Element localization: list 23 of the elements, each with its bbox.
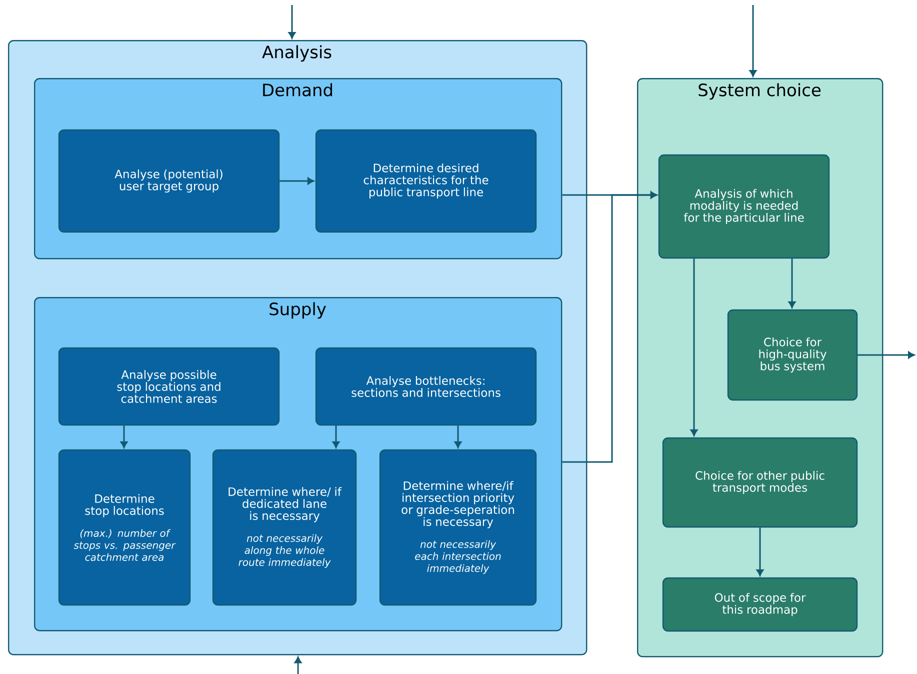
arrow — [788, 258, 796, 308]
arrow — [280, 177, 314, 185]
process-box: Determine where/ if dedicated lane is necessary not necessarily along the whole route immediately — [212, 449, 357, 606]
process-box: Analyse (potential) user target group — [58, 129, 280, 233]
arrow — [454, 426, 462, 448]
process-box: Determine stop locations (max.) number of stops vs. passenger catchment area — [58, 449, 191, 606]
process-box: Determine where/if intersection priority or grade-seperation is necessary not necessarily each intersection immediately — [379, 449, 537, 606]
process-box: Out of scope for this roadmap — [662, 577, 858, 632]
process-box: Choice for high-quality bus system — [727, 309, 858, 401]
arrow — [756, 528, 764, 576]
arrow — [690, 258, 698, 436]
arrow — [120, 426, 128, 448]
arrow — [294, 656, 302, 674]
arrow — [562, 191, 658, 463]
process-box: Analysis of which modality is needed for the particular line — [658, 154, 830, 259]
arrow — [749, 5, 757, 77]
arrow — [288, 5, 296, 39]
process-box: Determine desired characteristics for the public transport line — [315, 129, 537, 233]
arrow — [858, 351, 915, 359]
process-box: Analyse bottlenecks: sections and intersections — [315, 347, 537, 426]
arrow — [332, 426, 340, 448]
process-box: Choice for other public transport modes — [662, 437, 858, 528]
process-box: Analyse possible stop locations and catchment areas — [58, 347, 280, 426]
